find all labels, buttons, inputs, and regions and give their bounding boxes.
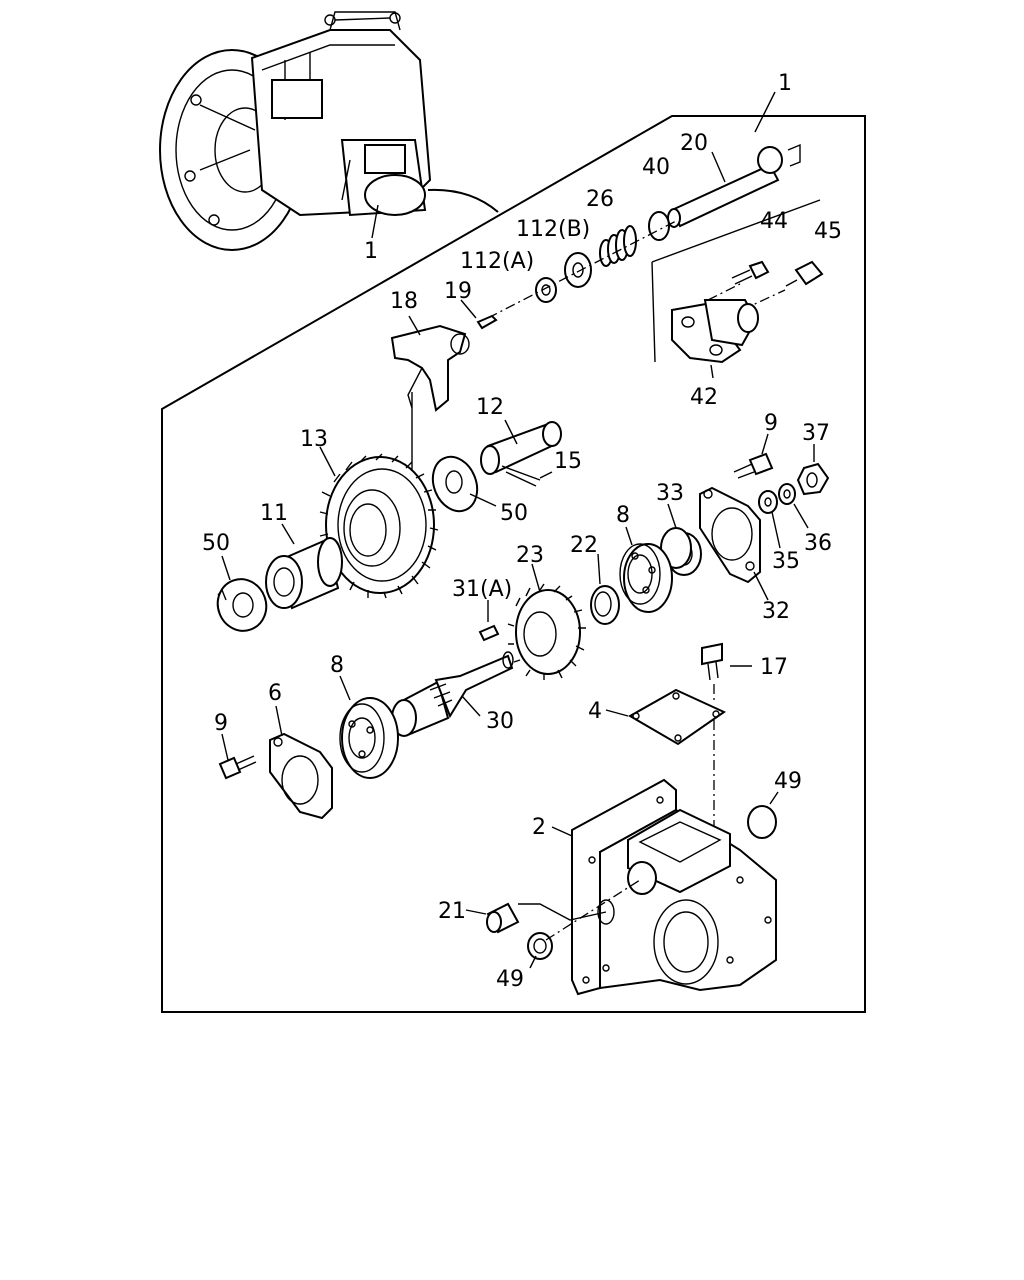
- callout-50-upper: 50: [500, 501, 528, 526]
- cylinder-housing-part-42: [671, 299, 759, 364]
- exploded-view-frame: [161, 115, 866, 1013]
- shift-fork-part-18: [390, 324, 470, 412]
- callout-42: 42: [690, 385, 718, 410]
- shift-rod-part-20: [667, 143, 801, 228]
- callout-9-upper: 9: [764, 411, 778, 436]
- plug-part-49-right: [747, 805, 777, 839]
- callout-33: 33: [656, 481, 684, 506]
- callout-40: 40: [642, 155, 670, 180]
- callout-26: 26: [586, 187, 614, 212]
- ball-bearing-part-8-lower: [339, 697, 399, 779]
- plug-part-49-lower: [527, 932, 553, 960]
- key-part-15: [501, 465, 541, 487]
- dowel-pin-part-21: [486, 902, 520, 934]
- assembly-pointer-arrow: [427, 188, 499, 213]
- bushing-part-112a: [535, 277, 557, 303]
- spring-washer-part-36: [778, 483, 796, 505]
- spacer-part-22: [590, 585, 620, 625]
- nut-part-37: [796, 462, 830, 496]
- callout-30: 30: [486, 709, 514, 734]
- callout-22: 22: [570, 533, 598, 558]
- callout-2: 2: [532, 815, 546, 840]
- callout-112a: 112(A): [460, 249, 534, 274]
- thrust-washer-part-50-lower: [216, 578, 268, 632]
- callout-13: 13: [300, 427, 328, 452]
- bolt-part-17: [701, 642, 723, 681]
- idler-gear-part-13: [319, 453, 439, 599]
- callout-50-lower: 50: [202, 531, 230, 556]
- idler-shaft-part-12: [480, 421, 562, 475]
- transmission-assembly-illustration: [159, 11, 432, 251]
- callout-37: 37: [802, 421, 830, 446]
- callout-9-lower: 9: [214, 711, 228, 736]
- callout-112b: 112(B): [516, 217, 590, 242]
- bolt-part-9-lower: [218, 755, 257, 780]
- callout-32: 32: [762, 599, 790, 624]
- washer-part-35: [758, 490, 778, 514]
- bearing-cover-part-32: [699, 486, 761, 584]
- pto-case-part-2: [571, 778, 777, 996]
- pin-part-19: [476, 314, 498, 330]
- callout-1-top: 1: [778, 71, 792, 96]
- callout-8-upper: 8: [616, 503, 630, 528]
- callout-19: 19: [444, 279, 472, 304]
- thrust-washer-part-50-upper: [431, 455, 479, 513]
- callout-44: 44: [760, 209, 788, 234]
- callout-1-assembly: 1: [364, 239, 378, 264]
- callout-12: 12: [476, 395, 504, 420]
- bolt-part-9-upper: [733, 452, 774, 479]
- callout-45: 45: [814, 219, 842, 244]
- plug-part-45: [785, 260, 824, 287]
- callout-23: 23: [516, 543, 544, 568]
- callout-20: 20: [680, 131, 708, 156]
- washer-part-112b: [564, 252, 592, 288]
- bearing-cover-part-6: [269, 732, 333, 820]
- callout-18: 18: [390, 289, 418, 314]
- gasket-part-4: [627, 688, 727, 746]
- callout-11: 11: [260, 501, 288, 526]
- callout-35: 35: [772, 549, 800, 574]
- callout-15: 15: [554, 449, 582, 474]
- bolt-part-44: [731, 260, 770, 285]
- callout-6: 6: [268, 681, 282, 706]
- callout-36: 36: [804, 531, 832, 556]
- needle-bearing-part-11: [265, 537, 343, 610]
- callout-8-lower: 8: [330, 653, 344, 678]
- spring-part-26: [599, 225, 637, 267]
- output-shaft-part-30: [391, 651, 514, 737]
- callout-49-lower: 49: [496, 967, 524, 992]
- callout-4: 4: [588, 699, 602, 724]
- ball-bearing-part-8-upper: [619, 543, 673, 613]
- woodruff-key-part-31a: [478, 624, 500, 642]
- drive-gear-part-23: [507, 583, 586, 680]
- callout-17: 17: [760, 655, 788, 680]
- callout-21: 21: [438, 899, 466, 924]
- callout-31a: 31(A): [452, 577, 512, 602]
- callout-49-right: 49: [774, 769, 802, 794]
